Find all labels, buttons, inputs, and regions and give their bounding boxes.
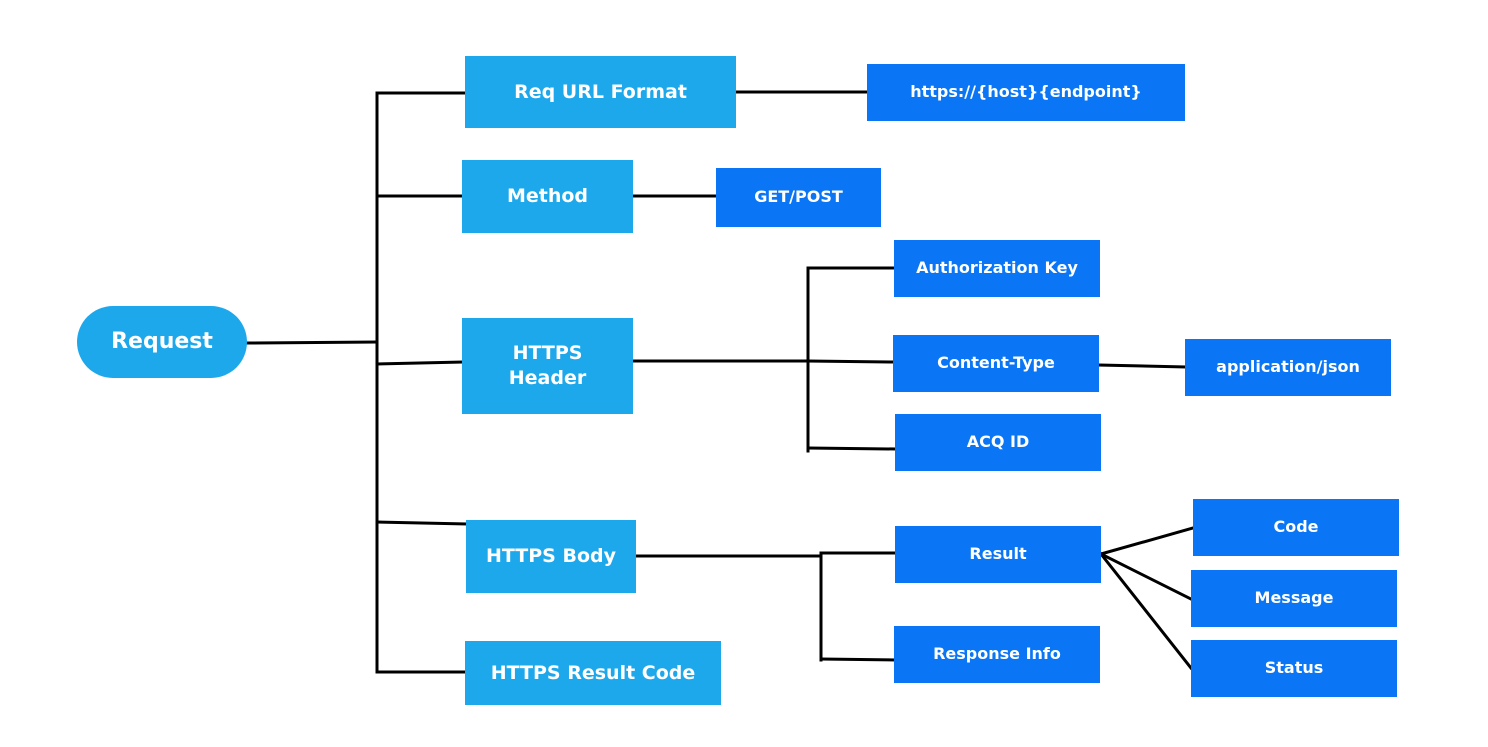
connector-result-code	[1099, 526, 1195, 556]
url-value-node: https://{host}{endpoint}	[867, 64, 1185, 121]
message-label: Message	[1254, 588, 1334, 608]
connector-body-response-info	[819, 657, 897, 662]
https-result-code-label: HTTPS Result Code	[490, 661, 696, 684]
https-body-node: HTTPS Body	[466, 520, 636, 593]
code-label: Code	[1273, 517, 1319, 537]
content-type-value-label: application/json	[1216, 357, 1360, 377]
status-label: Status	[1264, 658, 1324, 678]
code-node: Code	[1193, 499, 1399, 556]
url-value-label: https://{host}{endpoint}	[910, 82, 1142, 102]
https-header-label: HTTPS Header	[508, 342, 587, 389]
message-node: Message	[1191, 570, 1397, 627]
content-type-label: Content-Type	[937, 353, 1055, 373]
connector-header-content-type	[806, 359, 895, 364]
status-node: Status	[1191, 640, 1397, 697]
connector-result-message	[1098, 551, 1194, 602]
connector-trunk-header	[375, 360, 464, 366]
acq-id-node: ACQ ID	[895, 414, 1101, 471]
method-label: Method	[506, 185, 589, 208]
result-node: Result	[895, 526, 1101, 583]
response-info-node: Response Info	[894, 626, 1100, 683]
https-result-code-node: HTTPS Result Code	[465, 641, 721, 705]
method-node: Method	[462, 160, 633, 233]
req-url-format-label: Req URL Format	[514, 80, 687, 103]
method-value-label: GET/POST	[754, 187, 843, 207]
connector-root-trunk	[245, 340, 379, 345]
response-info-label: Response Info	[933, 644, 1061, 664]
content-type-node: Content-Type	[893, 335, 1099, 392]
authorization-key-label: Authorization Key	[916, 258, 1078, 278]
result-label: Result	[969, 544, 1027, 564]
https-body-label: HTTPS Body	[485, 545, 616, 568]
connector-header-acq	[806, 446, 897, 451]
request-root-label: Request	[111, 328, 213, 354]
acq-id-label: ACQ ID	[966, 432, 1030, 452]
method-value-node: GET/POST	[716, 168, 881, 227]
req-url-format-node: Req URL Format	[465, 56, 736, 128]
connector-trunk-body	[375, 520, 468, 526]
connector-result-status	[1098, 551, 1194, 671]
authorization-key-node: Authorization Key	[894, 240, 1100, 297]
https-header-node: HTTPS Header	[462, 318, 633, 414]
connector-content-type-value	[1097, 363, 1187, 369]
request-root-node: Request	[77, 306, 247, 378]
content-type-value-node: application/json	[1185, 339, 1391, 396]
